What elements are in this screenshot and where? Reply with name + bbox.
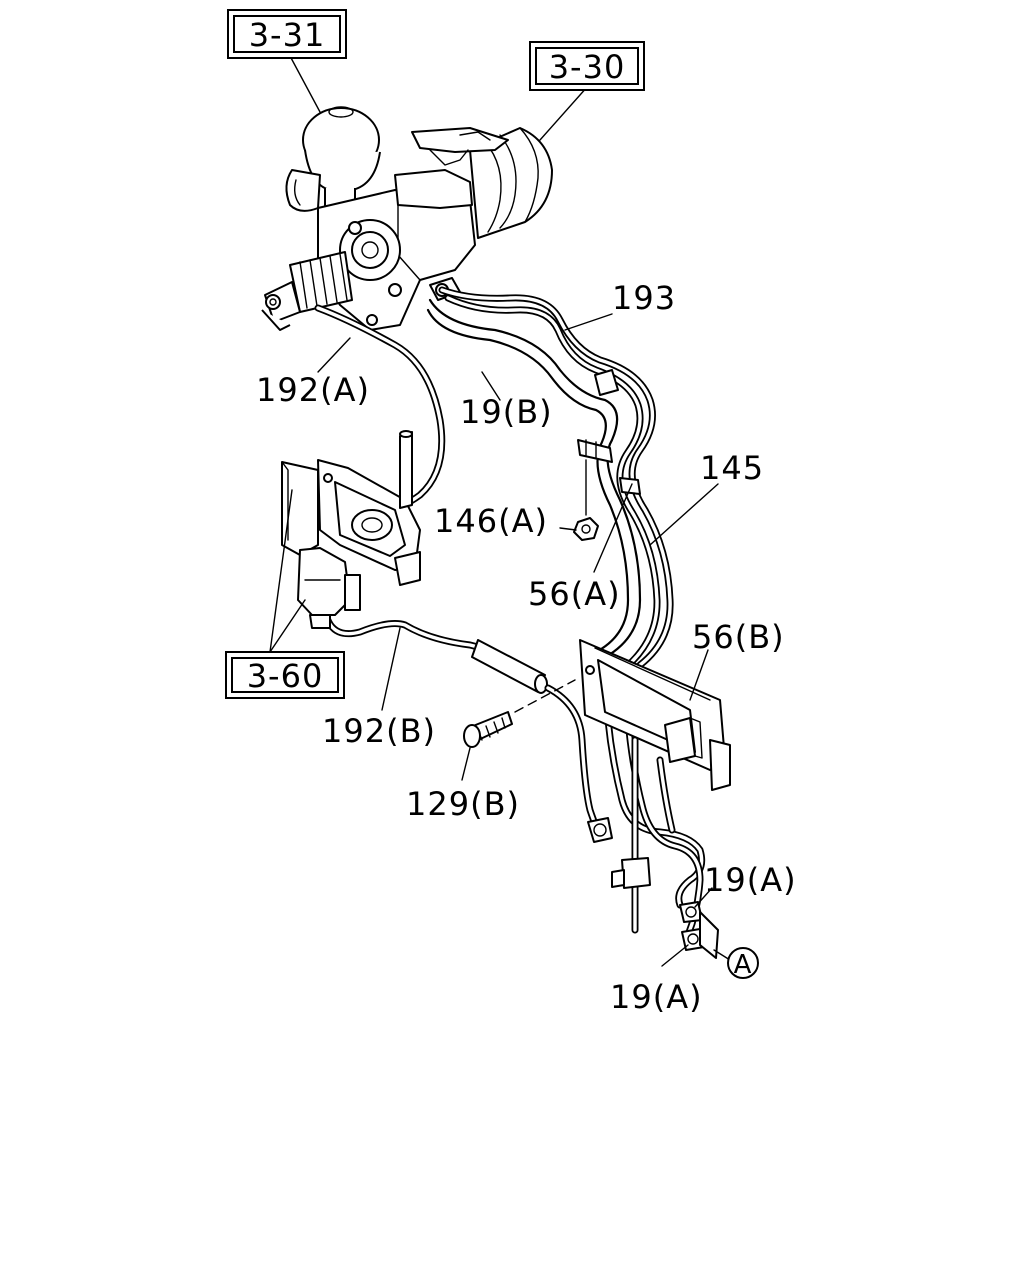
part-labels: 193 192(A) 19(B) 145 146(A) 56(A) 56(B) … — [256, 279, 797, 1016]
label-56b: 56(B) — [692, 618, 785, 656]
leader-lines — [269, 55, 731, 967]
label-192a: 192(A) — [256, 371, 370, 409]
pipe-bracket — [579, 639, 731, 889]
ref-label-3-31: 3-31 — [249, 16, 326, 54]
label-19b: 19(B) — [460, 393, 553, 431]
connector-marker-a[interactable]: A — [727, 947, 759, 980]
label-19a-upper: 19(A) — [704, 861, 797, 899]
nut-146a — [573, 517, 599, 541]
label-56a: 56(A) — [528, 575, 621, 613]
label-129b: 129(B) — [406, 785, 520, 823]
bolt-129b — [463, 679, 576, 748]
label-192b: 192(B) — [322, 712, 436, 750]
label-193: 193 — [612, 279, 676, 317]
label-145: 145 — [700, 449, 764, 487]
label-19a-lower: 19(A) — [610, 978, 703, 1016]
ref-box-3-30[interactable]: 3-30 — [529, 41, 645, 91]
ref-label-3-30: 3-30 — [549, 48, 626, 86]
ref-label-3-60: 3-60 — [247, 657, 324, 695]
proportioning-valve — [281, 430, 421, 629]
brake-pipes — [314, 286, 706, 939]
connector-marker-a-letter: A — [734, 950, 753, 980]
ref-box-3-31[interactable]: 3-31 — [227, 9, 347, 59]
pipe-clip — [573, 369, 641, 541]
master-cylinder-assembly — [261, 106, 553, 331]
label-146a: 146(A) — [434, 502, 548, 540]
ref-box-3-60[interactable]: 3-60 — [225, 651, 345, 699]
flare-nut-19a-pair — [679, 901, 719, 959]
